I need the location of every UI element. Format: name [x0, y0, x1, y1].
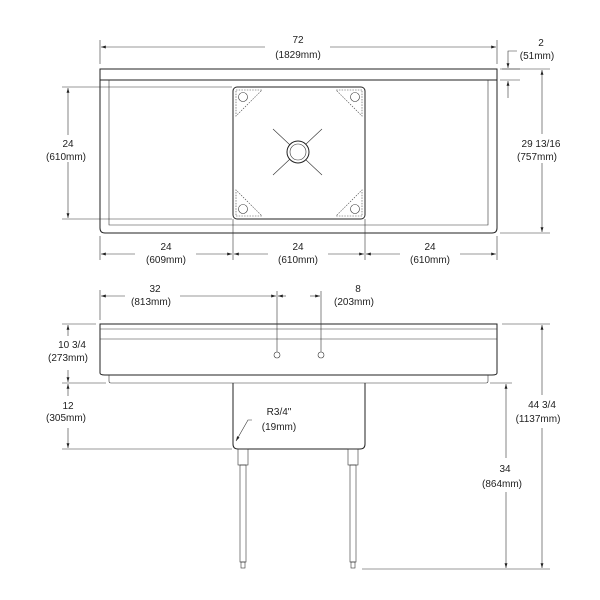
dim-label: 24 [160, 242, 172, 253]
dim-label-mm: (813mm) [131, 297, 171, 308]
dim-label: 29 13/16 [522, 139, 561, 150]
dim-bowl-depth: 24 (610mm) [46, 86, 232, 220]
dim-label-mm: (610mm) [46, 152, 86, 163]
dim-label: 44 3/4 [528, 400, 556, 411]
dim-label: R3/4" [267, 407, 292, 418]
sink-outline-front [99, 323, 498, 376]
dim-label-mm: (1829mm) [275, 50, 321, 61]
dim-label-mm: (51mm) [520, 51, 554, 62]
top-view: 72 (1829mm) 2 (51mm) 24 (610mm) 29 13/16… [46, 35, 561, 266]
dim-label-mm: (864mm) [482, 479, 522, 490]
dim-label-mm: (609mm) [146, 255, 186, 266]
dim-label-mm: (203mm) [334, 297, 374, 308]
leg-right [347, 448, 359, 569]
sink-outline-top [99, 68, 498, 234]
drainboard-edge [108, 80, 489, 226]
drain-icon [272, 128, 323, 176]
dim-label: 24 [424, 242, 436, 253]
bowl-corner-brackets [235, 89, 363, 217]
front-view: 32 (813mm) 8 (203mm) 10 3/4 (273mm) 12 (… [46, 284, 561, 570]
dim-bottom-widths: 24 (609mm) 24 (610mm) 24 (610mm) [99, 219, 498, 266]
dim-label-mm: (273mm) [48, 353, 88, 364]
dim-label-mm: (610mm) [278, 255, 318, 266]
dim-backsplash: 2 (51mm) [500, 38, 554, 98]
dim-label-mm: (610mm) [410, 255, 450, 266]
dim-overall-depth: 29 13/16 (757mm) [500, 68, 561, 234]
dim-label: 10 3/4 [58, 340, 86, 351]
dim-label: 32 [149, 284, 161, 295]
bowl-front [232, 383, 366, 450]
faucet-hole [317, 351, 325, 359]
dim-left-heights: 10 3/4 (273mm) 12 (305mm) [46, 323, 232, 450]
bowl [232, 86, 366, 220]
dim-label-mm: (19mm) [262, 422, 296, 433]
dim-label: 72 [292, 35, 304, 46]
dim-label: 34 [499, 464, 511, 475]
dim-label-mm: (757mm) [517, 152, 557, 163]
dim-label: 24 [292, 242, 304, 253]
leg-left [237, 448, 249, 569]
dim-corner-radius: R3/4" (19mm) [235, 407, 296, 442]
faucet-hole [273, 351, 281, 359]
drainboard-lip [108, 375, 489, 384]
dim-label-mm: (1137mm) [516, 414, 561, 425]
dim-label: 8 [355, 284, 361, 295]
dim-right-heights: 34 (864mm) 44 3/4 (1137mm) [362, 323, 561, 570]
dim-label: 2 [538, 38, 544, 49]
dim-label: 12 [62, 401, 74, 412]
dim-label-mm: (305mm) [46, 413, 86, 424]
dim-label: 24 [62, 139, 74, 150]
dim-faucet: 32 (813mm) 8 (203mm) [99, 284, 374, 352]
dim-overall-length: 72 (1829mm) [99, 35, 498, 64]
